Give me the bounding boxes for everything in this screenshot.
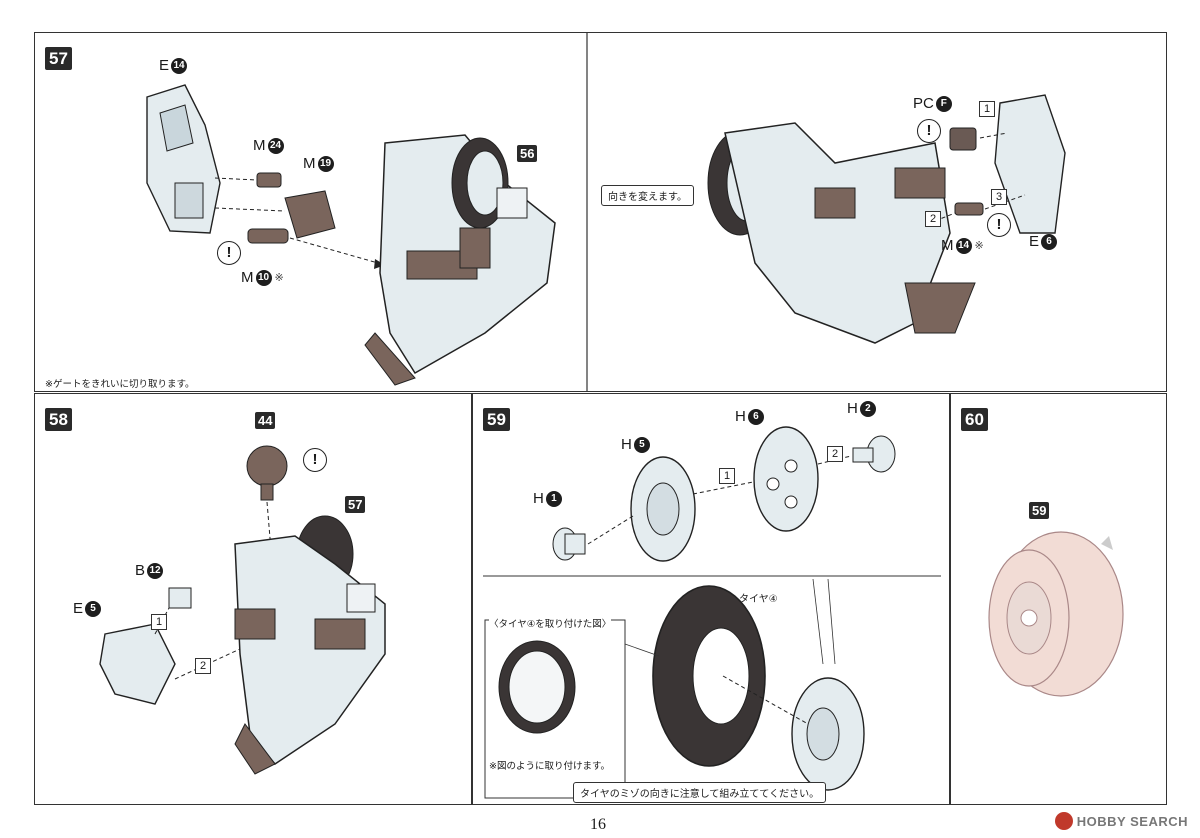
order-box-1: 1 (979, 101, 995, 117)
caution-icon: ! (217, 241, 241, 265)
inset-title: 〈タイヤ④を取り付けた図〉 (489, 616, 612, 630)
caution-icon: ! (987, 213, 1011, 237)
ref-step-57-badge: 57 (345, 496, 366, 513)
part-number-dot: 2 (859, 400, 876, 417)
part-number-dot: 1 (545, 490, 562, 507)
part-number-dot: 19 (317, 155, 334, 172)
step-58-number: 58 (45, 408, 72, 431)
watermark-text: HOBBY SEARCH (1076, 813, 1188, 829)
step-59-illustration (483, 426, 941, 799)
gate-asterisk: ※ (974, 240, 984, 252)
order-box-2: 2 (195, 658, 211, 674)
page-number: 16 (590, 816, 606, 833)
step-57-illustration (146, 33, 1066, 391)
gate-cut-note: ※ゲートをきれいに切り取ります。 (45, 379, 195, 390)
step-60-number: 60 (961, 408, 988, 431)
tire-part-label: タイヤ④ (739, 594, 778, 605)
ref-part-44-badge: 44 (255, 412, 276, 429)
ref-step-56-badge: 56 (517, 145, 538, 162)
part-number-dot: 14 (955, 237, 972, 254)
part-number-dot: 6 (1041, 233, 1058, 250)
step-57-number: 57 (45, 47, 72, 70)
hobby-search-logo-icon (1054, 812, 1073, 830)
part-number-dot: 10 (255, 269, 272, 286)
tire-groove-instruction: タイヤのミゾの向きに注意して組み立ててください。 (573, 782, 827, 803)
turn-around-bubble: 向きを変えます。 (601, 185, 694, 206)
ref-step-59-badge: 59 (1029, 502, 1050, 519)
inset-note: ※図のように取り付けます。 (489, 761, 611, 772)
step-58-illustration (99, 445, 386, 775)
part-number-dot: 14 (171, 57, 188, 74)
order-box-1: 1 (719, 468, 735, 484)
part-number-dot: 5 (85, 600, 102, 617)
gate-asterisk: ※ (274, 272, 284, 284)
order-box-3: 3 (991, 189, 1007, 205)
part-number-dot: 5 (633, 436, 650, 453)
watermark: HOBBY SEARCH (1054, 812, 1188, 830)
step-59-number: 59 (483, 408, 510, 431)
order-box-2: 2 (827, 446, 843, 462)
order-box-2: 2 (925, 211, 941, 227)
part-number-dot: 24 (267, 137, 284, 154)
step-60-panel: 60 59 (950, 393, 1167, 805)
part-number-dot: F (935, 95, 952, 112)
step-60-illustration (988, 531, 1124, 697)
part-number-dot: 6 (747, 408, 764, 425)
caution-icon: ! (917, 119, 941, 143)
part-number-dot: 12 (147, 562, 164, 579)
order-box-1: 1 (151, 614, 167, 630)
caution-icon: ! (303, 448, 327, 472)
